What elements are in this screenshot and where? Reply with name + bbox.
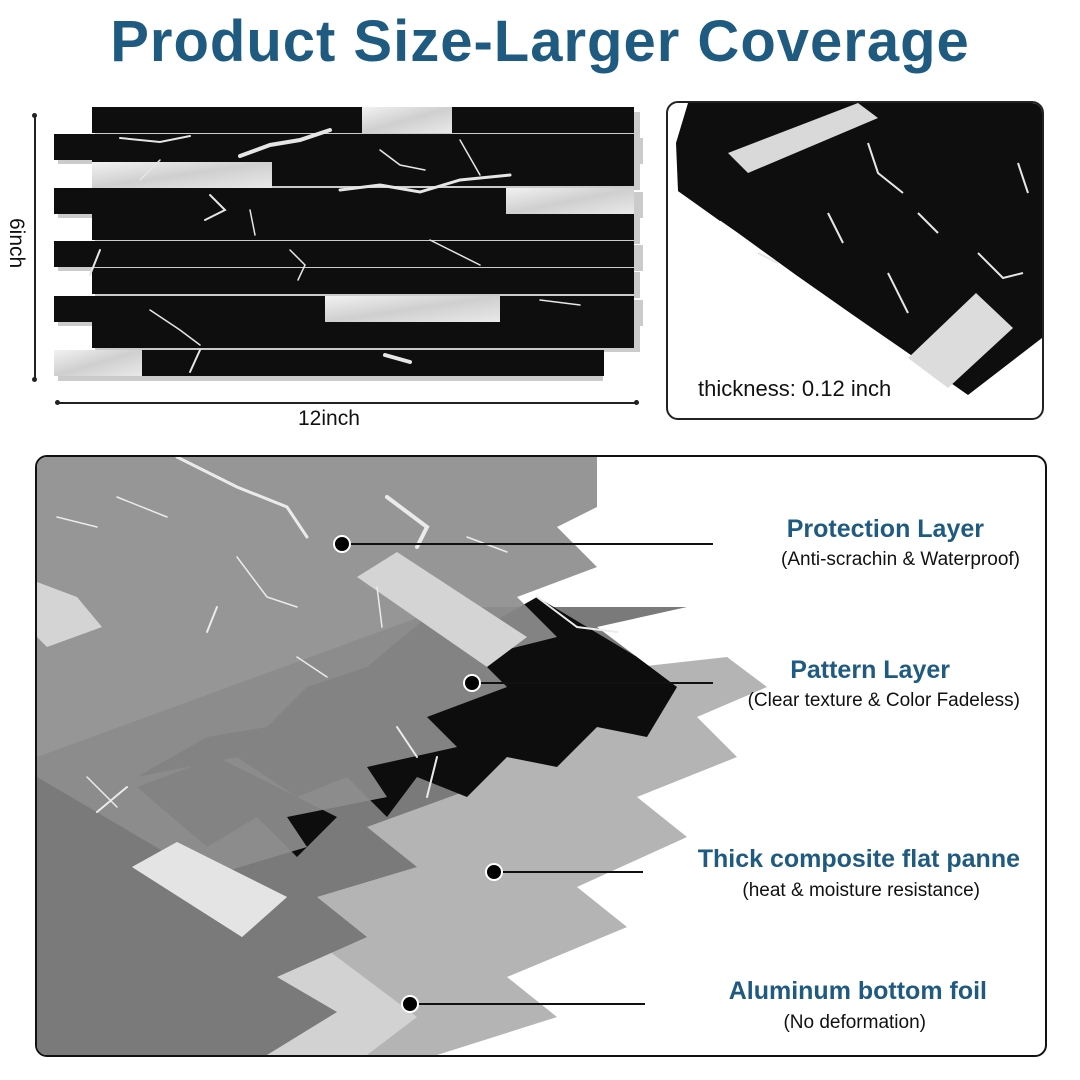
height-label: 6inch <box>5 218 28 269</box>
layers-illustration <box>37 457 767 1055</box>
tile-panel: 6inch 12inch <box>5 100 650 430</box>
foil-layer-title: Aluminum bottom foil <box>728 977 987 1005</box>
pattern-layer-description: (Clear texture & Color Fadeless) <box>747 690 1020 711</box>
foil-layer-description: (No deformation) <box>783 1012 926 1033</box>
height-dimension-bottom-dot <box>32 377 37 382</box>
thickness-inset <box>666 101 1044 420</box>
thickness-label: thickness: 0.12 inch <box>698 376 892 401</box>
protection-layer-description: (Anti-scrachin & Waterproof) <box>781 549 1020 570</box>
foil-layer-marker <box>401 995 419 1013</box>
pattern-layer-marker <box>463 674 481 692</box>
width-dimension-left-dot <box>55 400 60 405</box>
protection-layer-marker <box>333 535 351 553</box>
page-title: Product Size-Larger Coverage <box>110 9 970 74</box>
composite-layer-description: (heat & moisture resistance) <box>742 880 980 901</box>
composite-layer-leader <box>499 871 643 873</box>
width-dimension-line <box>57 402 637 404</box>
thickness-inset-image <box>676 103 1042 395</box>
width-label: 12inch <box>298 407 360 430</box>
protection-layer-title: Protection Layer <box>786 515 984 543</box>
layers-diagram <box>35 455 1047 1057</box>
height-dimension-top-dot <box>32 113 37 118</box>
composite-layer-title: Thick composite flat panne <box>697 845 1020 873</box>
pattern-layer-leader <box>477 682 713 684</box>
tile-panel-image <box>54 107 643 381</box>
protection-layer-leader <box>347 543 713 545</box>
pattern-layer-title: Pattern Layer <box>790 656 950 684</box>
foil-layer-leader <box>415 1003 645 1005</box>
width-dimension-right-dot <box>634 400 639 405</box>
height-dimension-line <box>34 115 36 380</box>
protection-layer <box>37 457 597 877</box>
composite-layer-marker <box>485 863 503 881</box>
